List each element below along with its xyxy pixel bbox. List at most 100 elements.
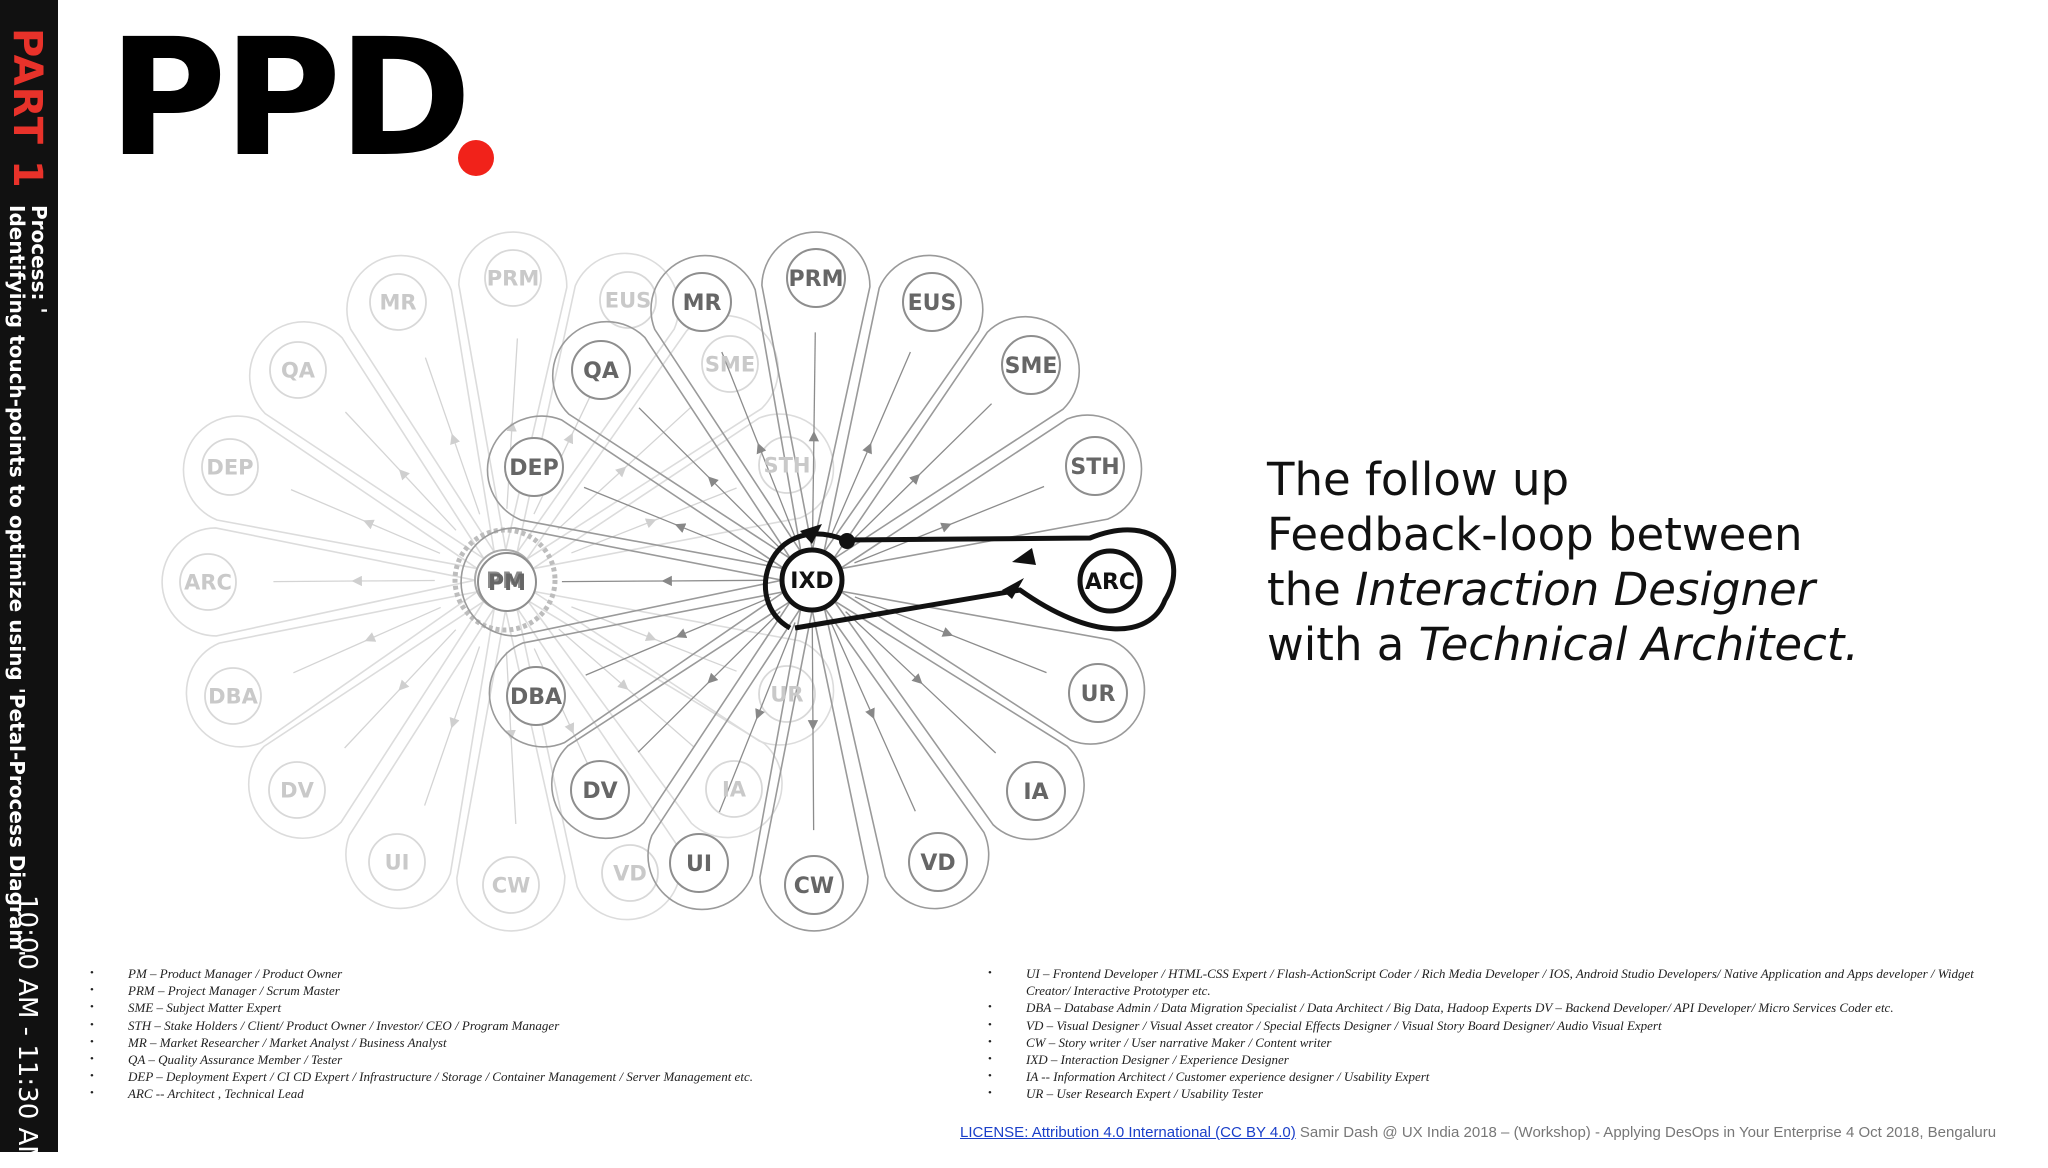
node-dep-circle	[201, 438, 259, 496]
petal-connector	[807, 625, 819, 831]
petal-connector	[718, 622, 796, 813]
node-sme-circle	[701, 335, 759, 393]
node-ur-label: UR	[770, 683, 803, 707]
node-dba-circle	[506, 666, 566, 726]
ixd-arc-feedback-loop	[762, 524, 1177, 632]
faded-petal	[346, 254, 496, 553]
node-dv-circle	[570, 760, 630, 820]
petal-connector	[290, 489, 441, 554]
petal-labels: MRPRMEUSSMESTHURIAVDCWUIDVDBAARCDEPQAPMM…	[184, 267, 1135, 899]
node-eus-circle	[902, 272, 962, 332]
legend-item: DBA – Database Admin / Data Migration Sp…	[988, 999, 1988, 1016]
petal	[761, 231, 871, 551]
loop-arrowhead-left	[1012, 548, 1036, 565]
node-sth-circle	[1065, 436, 1125, 496]
node-sth-circle	[758, 436, 816, 494]
node-vd-circle	[908, 832, 968, 892]
node-ia-circle	[1006, 761, 1066, 821]
petal-connector	[293, 606, 441, 674]
petal-connector	[424, 357, 481, 515]
node-mr-circle	[369, 273, 427, 331]
faded-petal	[526, 599, 783, 839]
node-arc-circle	[1077, 548, 1143, 614]
node-qa-circle	[269, 341, 327, 399]
faded-petal	[515, 607, 682, 921]
faded-petal	[345, 607, 496, 910]
legend-item: STH – Stake Holders / Client/ Product Ow…	[90, 1017, 890, 1034]
petal-connector	[344, 411, 457, 531]
node-qa-label: QA	[281, 359, 316, 383]
petal-connector	[557, 406, 692, 530]
node-cw-circle	[482, 856, 540, 914]
legend-item: PM – Product Manager / Product Owner	[90, 965, 890, 982]
loop-arrowhead-right	[1002, 578, 1024, 599]
loop-path-to-arc	[794, 527, 1177, 632]
node-dba-label: DBA	[208, 685, 258, 709]
petal-connector	[585, 596, 771, 676]
headline-line-4: with a Technical Architect.	[1267, 617, 1967, 672]
node-eus-label: EUS	[605, 289, 652, 313]
node-ui-label: UI	[686, 852, 712, 877]
petal	[460, 527, 783, 637]
node-mr-circle	[672, 272, 732, 332]
legend-item: QA – Quality Assurance Member / Tester	[90, 1051, 890, 1068]
node-prm-circle	[786, 248, 846, 308]
legend-item: VD – Visual Designer / Visual Asset crea…	[988, 1017, 1988, 1034]
petal-connector	[808, 332, 820, 535]
legend-item: MR – Market Researcher / Market Analyst …	[90, 1034, 890, 1051]
node-prm-circle	[484, 249, 542, 307]
legend-left: PM – Product Manager / Product Owner PRM…	[90, 965, 890, 1103]
loop-start-dot	[839, 533, 855, 549]
node-qa-circle	[571, 340, 631, 400]
faded-petal	[161, 527, 476, 637]
node-ixd-circle	[779, 547, 845, 613]
node-dep-label: DEP	[509, 456, 558, 481]
petal-connector	[829, 351, 911, 539]
petal-connector	[423, 646, 481, 806]
petal-connector	[558, 628, 695, 748]
faded-petal	[247, 600, 485, 840]
petal	[759, 609, 869, 932]
node-arc-label: ARC	[184, 571, 232, 595]
petal-connector	[561, 575, 767, 587]
node-ur-label: UR	[1081, 682, 1116, 707]
node-prm-label: PRM	[487, 267, 539, 291]
node-vd-circle	[601, 844, 659, 902]
faded-petal	[182, 415, 478, 570]
headline-interaction-designer: Interaction Designer	[1355, 563, 1816, 616]
node-ur-circle	[1068, 663, 1128, 723]
ixd-petal-cluster	[460, 231, 1146, 932]
legend-item: ARC -- Architect , Technical Lead	[90, 1085, 890, 1102]
faded-petal	[532, 413, 835, 570]
legend-item: CW – Story writer / User narrative Maker…	[988, 1034, 1988, 1051]
petal-connector	[845, 611, 997, 754]
loop-path-around-ixd	[762, 531, 846, 631]
logo-red-dot	[458, 140, 494, 176]
node-sme-label: SME	[1005, 354, 1058, 379]
node-vd-label: VD	[613, 862, 647, 886]
headline-line-1: The follow up	[1267, 453, 1570, 506]
headline-line-3: the Interaction Designer	[1267, 562, 1967, 617]
pm-center-ring	[452, 527, 558, 633]
node-ia-label: IA	[1023, 780, 1048, 805]
node-vd-label: VD	[920, 851, 955, 876]
node-eus-circle	[599, 271, 657, 329]
node-pm-label: PM	[488, 571, 526, 596]
node-cw-label: CW	[492, 874, 531, 898]
node-arc-label: ARC	[1085, 570, 1135, 595]
node-dep-label: DEP	[206, 456, 253, 480]
petal-connector	[854, 596, 1047, 674]
faded-pm-petal-cluster	[161, 231, 835, 932]
node-sth-label: STH	[1070, 455, 1119, 480]
node-sme-label: SME	[705, 353, 755, 377]
node-ui-label: UI	[385, 851, 410, 875]
node-eus-label: EUS	[908, 291, 957, 316]
petal	[839, 414, 1143, 570]
legend-item: PRM – Project Manager / Scrum Master	[90, 982, 890, 999]
node-ia-circle	[705, 760, 763, 818]
license-link[interactable]: LICENSE: Attribution 4.0 International (…	[960, 1124, 1296, 1141]
petal	[550, 600, 792, 840]
node-dv-label: DV	[582, 779, 617, 804]
petal	[832, 315, 1081, 560]
node-ui-circle	[368, 833, 426, 891]
